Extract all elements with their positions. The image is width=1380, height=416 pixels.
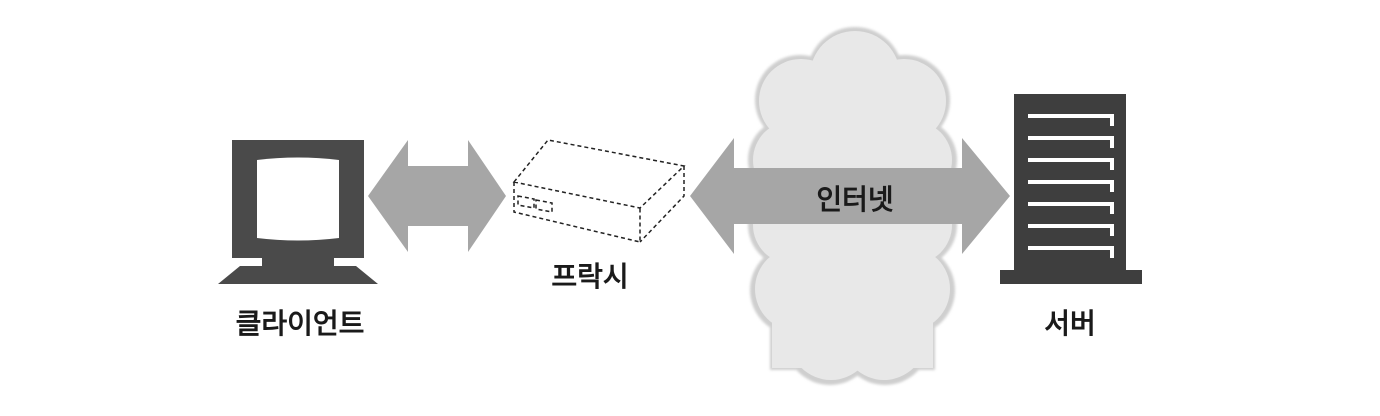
internet-label: 인터넷 (816, 183, 894, 216)
double-arrow-icon (368, 140, 506, 252)
proxy-box-icon (512, 139, 686, 243)
server-icon (1000, 94, 1142, 284)
client-label: 클라이언트 (235, 307, 365, 340)
server-label: 서버 (1044, 307, 1096, 340)
cloud-icon (748, 27, 957, 385)
double-arrow-icon (690, 138, 1010, 254)
computer-icon (218, 140, 378, 284)
proxy-label: 프락시 (551, 260, 629, 293)
